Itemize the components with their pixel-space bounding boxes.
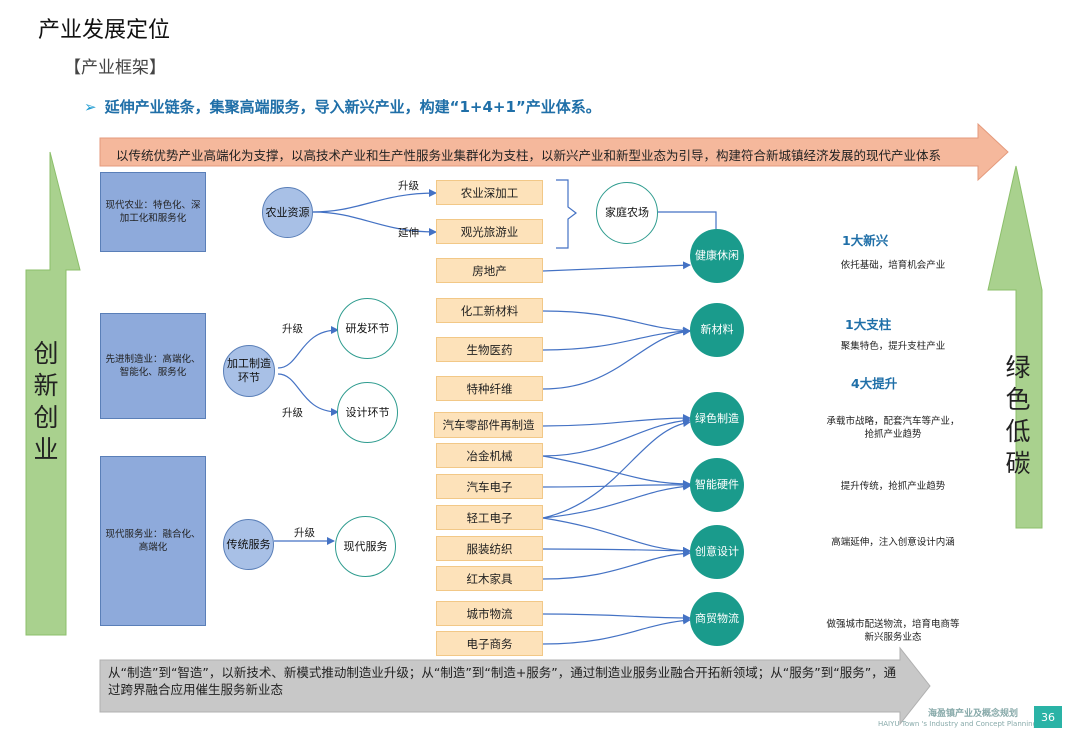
source-agri-resources: 农业资源 [262, 187, 313, 238]
source-manufacturing: 加工制造环节 [223, 345, 275, 397]
industry-box: 生物医药 [436, 337, 543, 362]
page-title: 产业发展定位 [38, 18, 171, 43]
industry-box: 红木家具 [436, 566, 543, 591]
page-number: 36 [1034, 706, 1062, 728]
industry-box: 农业深加工 [436, 180, 543, 205]
industry-box: 特种纤维 [436, 376, 543, 401]
edge-label-extend: 延伸 [398, 227, 419, 239]
tagline: ➢ 延伸产业链条，集聚高端服务，导入新兴产业，构建“1+4+1”产业体系。 [84, 96, 601, 117]
description: 做强城市配送物流，培育电商等新兴服务业态 [826, 619, 960, 643]
industry-box: 汽车电子 [436, 474, 543, 499]
edge-label-upgrade: 升级 [282, 407, 303, 419]
industry-box: 观光旅游业 [436, 219, 543, 244]
arrow-bullet-icon: ➢ [84, 98, 97, 116]
industry-box: 冶金机械 [436, 443, 543, 468]
target-new-materials: 新材料 [690, 303, 744, 357]
top-banner-text: 以传统优势产业高端化为支撑，以高技术产业和生产性服务业集群化为支柱，以新兴产业和… [116, 148, 942, 163]
left-innovation-arrow [25, 151, 81, 636]
industry-box: 汽车零部件再制造 [434, 412, 543, 438]
source-traditional-services: 传统服务 [223, 519, 274, 570]
industry-box: 化工新材料 [436, 298, 543, 323]
description: 依托基础，培育机会产业 [840, 260, 946, 271]
industry-box: 轻工电子 [436, 505, 543, 530]
target-trade-logistics: 商贸物流 [690, 592, 744, 646]
description: 聚集特色，提升支柱产业 [840, 341, 946, 352]
right-arrow-label: 绿 色 低 碳 [1005, 353, 1031, 478]
bottom-banner-text: 从“制造”到“智造”，以新技术、新模式推动制造业升级；从“制造”到“制造+服务”… [108, 665, 897, 697]
section-subtitle: 【产业框架】 [64, 58, 166, 78]
footer-subtitle: HAIYU Town 's Industry and Concept Plann… [878, 720, 1038, 728]
industry-box: 电子商务 [436, 631, 543, 656]
industry-box: 房地产 [436, 258, 543, 283]
stage-modern-services: 现代服务 [335, 516, 396, 577]
bottom-banner-arrow [99, 646, 931, 726]
right-green-arrow [987, 165, 1043, 529]
tagline-text: 延伸产业链条，集聚高端服务，导入新兴产业，构建“1+4+1”产业体系。 [104, 98, 601, 116]
target-smart-hardware: 智能硬件 [690, 458, 744, 512]
industry-box: 城市物流 [436, 601, 543, 626]
footer-title: 海盈镇产业及概念规划 [928, 709, 1019, 719]
target-health-leisure: 健康休闲 [690, 229, 744, 283]
category-emerging: 1大新兴 [842, 233, 889, 248]
sector-services: 现代服务业：融合化、高端化 [100, 456, 206, 626]
sector-agriculture: 现代农业：特色化、深加工化和服务化 [100, 172, 206, 252]
description: 高端延伸，注入创意设计内涵 [831, 537, 955, 548]
description: 提升传统，抢抓产业趋势 [840, 481, 946, 492]
sector-manufacturing: 先进制造业：高端化、智能化、服务化 [100, 313, 206, 419]
description: 承载市战略，配套汽车等产业，抢抓产业趋势 [826, 416, 960, 440]
stage-design: 设计环节 [337, 382, 398, 443]
edge-label-upgrade: 升级 [282, 323, 303, 335]
category-pillar: 1大支柱 [845, 317, 892, 332]
edge-label-upgrade: 升级 [398, 180, 419, 192]
edge-label-upgrade: 升级 [294, 527, 315, 539]
top-banner-arrow [99, 122, 1009, 182]
left-arrow-label: 创 新 创 业 [33, 339, 59, 464]
target-green-manufacturing: 绿色制造 [690, 392, 744, 446]
industry-box: 服装纺织 [436, 536, 543, 561]
category-upgrade: 4大提升 [851, 376, 898, 391]
target-creative-design: 创意设计 [690, 525, 744, 579]
stage-rnd: 研发环节 [337, 298, 398, 359]
family-farm: 家庭农场 [596, 182, 658, 244]
